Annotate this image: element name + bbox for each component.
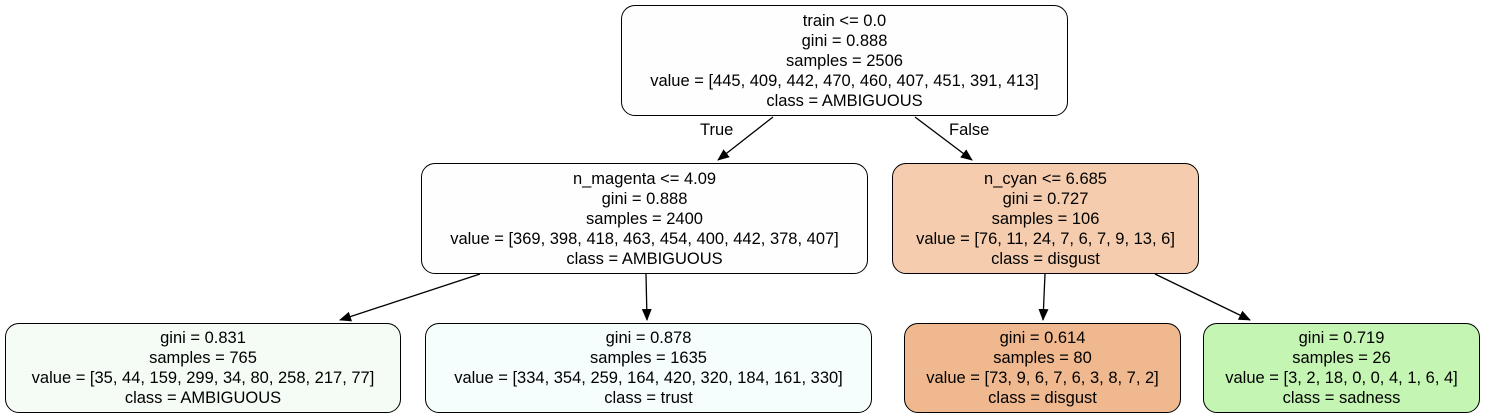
- node-value: value = [73, 9, 6, 7, 6, 3, 8, 7, 2]: [926, 369, 1159, 387]
- tree-leaf-3: gini = 0.614 samples = 80 value = [73, 9…: [904, 323, 1181, 413]
- tree-leaf-4: gini = 0.719 samples = 26 value = [3, 2,…: [1203, 323, 1480, 413]
- edge-root-right: [914, 116, 973, 161]
- node-class: class = AMBIGUOUS: [124, 389, 282, 407]
- node-value: value = [35, 44, 159, 299, 34, 80, 258, …: [31, 369, 375, 387]
- node-split: n_cyan <= 6.685: [984, 169, 1107, 188]
- node-gini: gini = 0.614: [999, 329, 1086, 347]
- edge-right-leaf3: [1038, 273, 1049, 321]
- node-samples: samples = 26: [1292, 349, 1391, 367]
- node-value: value = [3, 2, 18, 0, 0, 4, 1, 6, 4]: [1225, 369, 1458, 387]
- node-value: value = [445, 409, 442, 470, 460, 407, 4…: [650, 71, 1039, 90]
- edge-left-leaf1: [339, 273, 481, 322]
- node-class: class = disgust: [991, 249, 1100, 268]
- node-gini: gini = 0.878: [605, 329, 692, 347]
- edge-right-leaf4: [1154, 273, 1251, 321]
- edge-left-leaf2: [641, 273, 652, 321]
- node-gini: gini = 0.888: [601, 189, 688, 208]
- tree-node-left: n_magenta <= 4.09 gini = 0.888 samples =…: [421, 163, 868, 274]
- node-class: class = AMBIGUOUS: [766, 91, 923, 110]
- node-value: value = [369, 398, 418, 463, 454, 400, 4…: [450, 229, 839, 248]
- node-gini: gini = 0.888: [801, 31, 888, 50]
- tree-leaf-1: gini = 0.831 samples = 765 value = [35, …: [5, 323, 401, 413]
- node-value: value = [334, 354, 259, 164, 420, 320, 1…: [454, 369, 843, 387]
- node-samples: samples = 106: [991, 209, 1100, 228]
- node-samples: samples = 80: [993, 349, 1092, 367]
- node-samples: samples = 1635: [590, 349, 707, 367]
- node-split: train <= 0.0: [802, 11, 887, 30]
- tree-node-right: n_cyan <= 6.685 gini = 0.727 samples = 1…: [892, 163, 1199, 274]
- edge-label-false: False: [949, 121, 990, 139]
- node-split: n_magenta <= 4.09: [572, 169, 717, 188]
- node-gini: gini = 0.727: [1002, 189, 1089, 208]
- tree-node-root: train <= 0.0 gini = 0.888 samples = 2506…: [621, 5, 1068, 116]
- node-gini: gini = 0.719: [1298, 329, 1385, 347]
- node-class: class = disgust: [988, 389, 1097, 407]
- node-gini: gini = 0.831: [160, 329, 246, 347]
- node-class: class = trust: [604, 389, 693, 407]
- edge-root-left: [717, 116, 774, 161]
- node-samples: samples = 765: [149, 349, 257, 367]
- edge-label-true: True: [700, 121, 734, 139]
- node-samples: samples = 2400: [586, 209, 703, 228]
- node-class: class = sadness: [1282, 389, 1401, 407]
- node-value: value = [76, 11, 24, 7, 6, 7, 9, 13, 6]: [916, 229, 1175, 248]
- tree-leaf-2: gini = 0.878 samples = 1635 value = [334…: [425, 323, 872, 413]
- node-class: class = AMBIGUOUS: [566, 249, 723, 268]
- node-samples: samples = 2506: [786, 51, 903, 70]
